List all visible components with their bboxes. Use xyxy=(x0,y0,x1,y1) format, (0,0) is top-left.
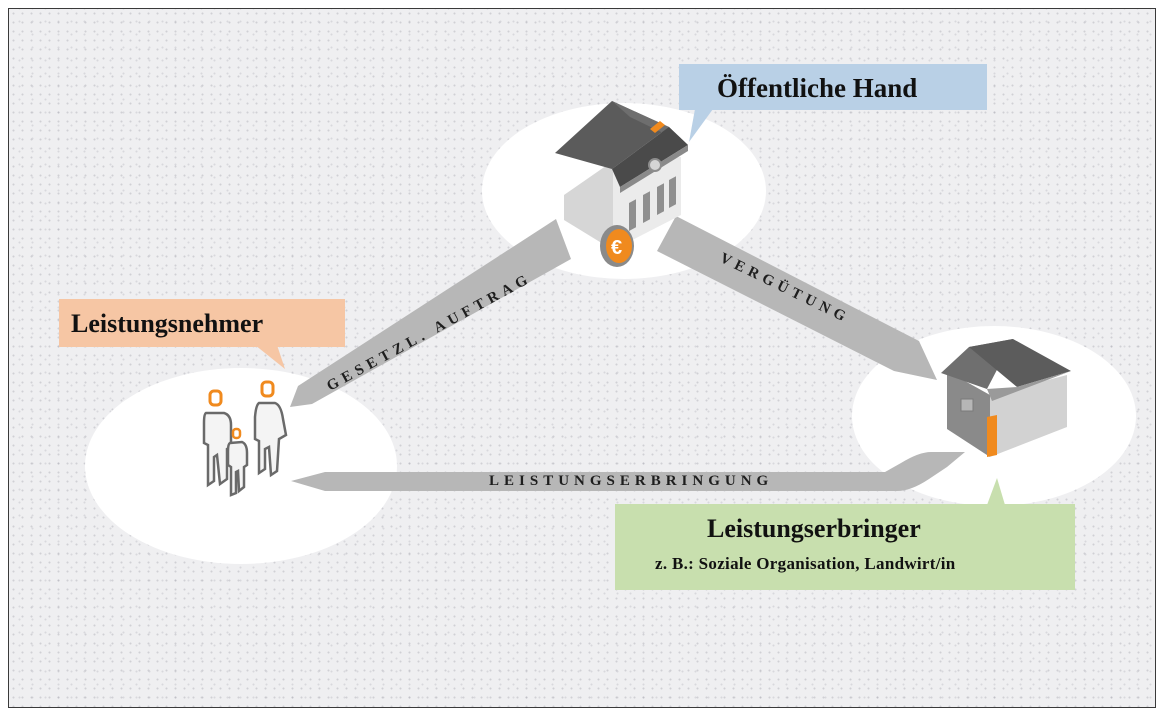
public-callout: Öffentliche Hand xyxy=(679,64,987,110)
recipient-label: Leistungsnehmer xyxy=(71,309,264,338)
svg-text:€: € xyxy=(611,237,622,259)
recipient-callout-pointer xyxy=(255,345,285,369)
diagram-canvas: GESETZL. AUFTRAG VERGÜTUNG LEISTUNGSERBR… xyxy=(85,101,1136,564)
provider-callout-pointer xyxy=(987,478,1005,505)
service-arrow xyxy=(291,452,965,491)
payment-arrow xyxy=(657,216,937,380)
provider-sublabel: z. B.: Soziale Organisation, Landwirt/in xyxy=(655,554,956,573)
provider-label: Leistungserbringer xyxy=(707,514,921,543)
provider-callout: Leistungserbringer z. B.: Soziale Organi… xyxy=(615,504,1075,590)
public-callout-pointer xyxy=(689,109,713,142)
mandate-arrow xyxy=(290,219,571,407)
recipient-callout: Leistungsnehmer xyxy=(59,299,345,347)
diagram-frame: GESETZL. AUFTRAG VERGÜTUNG LEISTUNGSERBR… xyxy=(8,8,1156,708)
mandate-label: GESETZL. AUFTRAG xyxy=(324,270,535,394)
euro-coin-icon: € xyxy=(600,225,634,267)
public-label: Öffentliche Hand xyxy=(717,73,918,103)
provider-house-icon xyxy=(941,339,1071,457)
service-label: LEISTUNGSERBRINGUNG xyxy=(489,473,773,489)
public-building-icon xyxy=(555,101,688,250)
family-icon xyxy=(202,380,288,497)
